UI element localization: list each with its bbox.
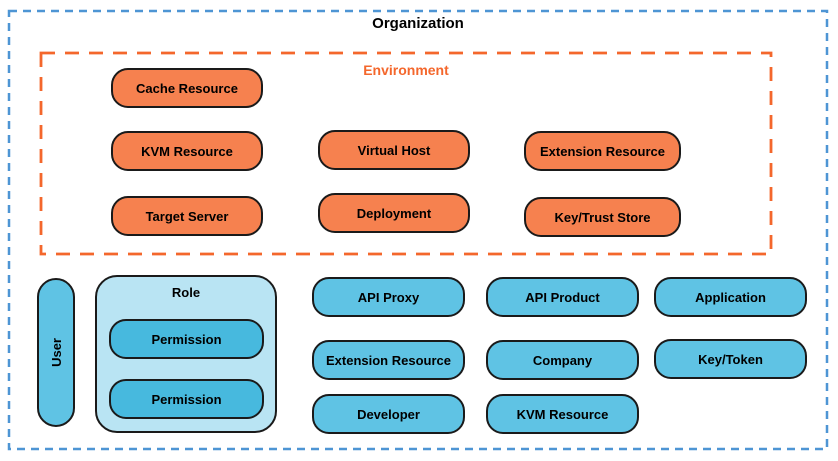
org-node-permission-2: Permission [109,379,264,419]
org-node-application: Application [654,277,807,317]
env-node-extension-resource: Extension Resource [524,131,681,171]
env-node-cache-resource: Cache Resource [111,68,263,108]
org-node-role: Role Permission Permission [95,275,277,433]
org-node-permission-1: Permission [109,319,264,359]
org-node-developer: Developer [312,394,465,434]
org-node-kvm-resource: KVM Resource [486,394,639,434]
env-node-kvm-resource: KVM Resource [111,131,263,171]
org-node-user: User [37,278,75,427]
org-node-api-proxy: API Proxy [312,277,465,317]
env-node-key-trust-store: Key/Trust Store [524,197,681,237]
org-node-extension-resource: Extension Resource [312,340,465,380]
environment-label: Environment [363,62,449,78]
org-node-key-token: Key/Token [654,339,807,379]
user-label: User [48,338,64,367]
organization-label: Organization [372,15,464,32]
env-node-deployment: Deployment [318,193,470,233]
org-node-api-product: API Product [486,277,639,317]
env-node-virtual-host: Virtual Host [318,130,470,170]
env-node-target-server: Target Server [111,196,263,236]
role-label: Role [171,285,201,300]
org-node-company: Company [486,340,639,380]
